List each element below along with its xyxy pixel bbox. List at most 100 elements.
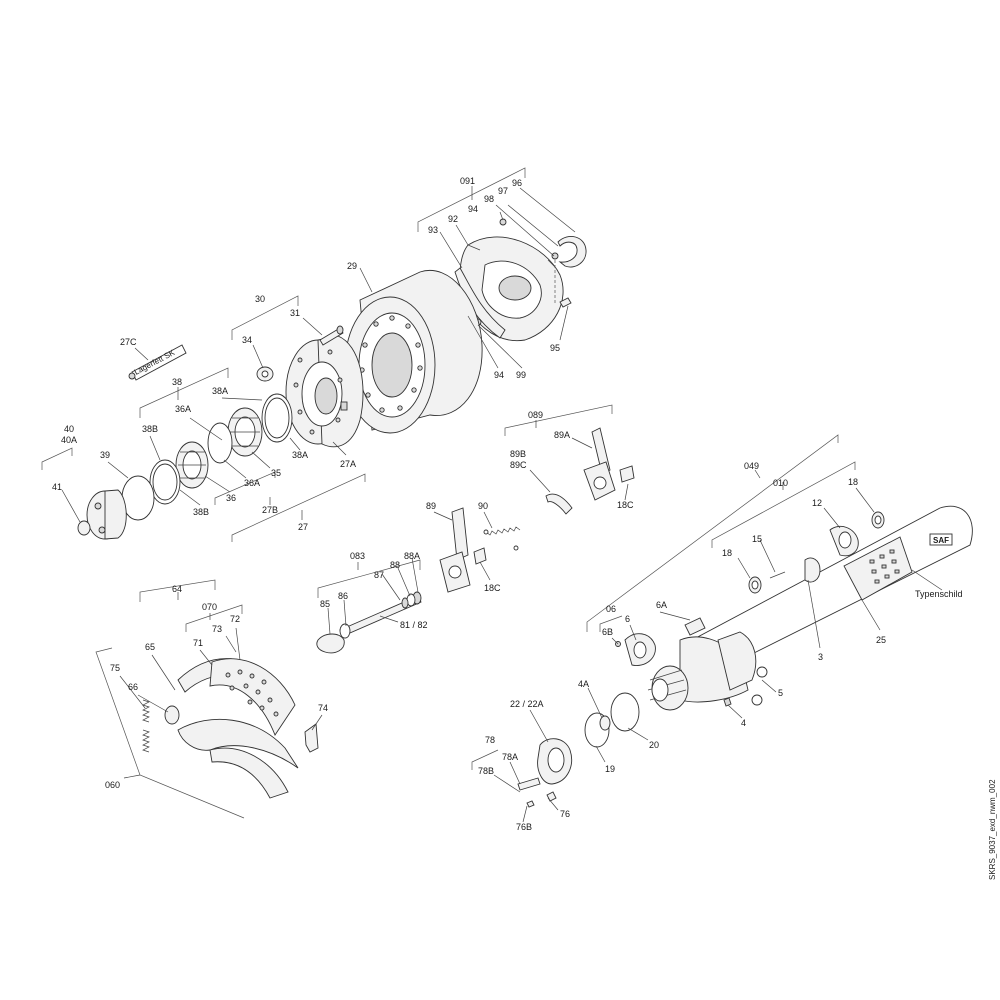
label-27: 27	[298, 522, 308, 532]
shoe-clip	[304, 723, 319, 753]
wheel-nut	[256, 366, 274, 382]
label-36: 36	[226, 493, 236, 503]
label-87: 87	[374, 570, 384, 580]
label-20: 20	[649, 740, 659, 750]
label-74: 74	[318, 703, 328, 713]
label-35: 35	[271, 468, 281, 478]
label-76B: 76B	[516, 822, 532, 832]
axle-spindle	[647, 631, 768, 711]
label-89: 89	[426, 501, 436, 511]
brake-drum	[344, 270, 483, 434]
label-73: 73	[212, 624, 222, 634]
label-4: 4	[741, 718, 746, 728]
label-34: 34	[242, 335, 252, 345]
lining-rivet-holes	[225, 669, 279, 717]
wheel-hub	[285, 335, 364, 448]
axle-beam	[691, 505, 973, 666]
brake-shoe-upper	[177, 658, 296, 736]
label-40: 40	[64, 424, 74, 434]
label-98: 98	[484, 194, 494, 204]
return-springs	[142, 699, 150, 753]
label-75: 75	[110, 663, 120, 673]
slack-adjuster-upper	[545, 427, 635, 515]
label-92: 92	[448, 214, 458, 224]
label-89B: 89B	[510, 449, 526, 459]
label-81-82: 81 / 82	[400, 620, 428, 630]
label-78B: 78B	[478, 766, 494, 776]
label-99: 99	[516, 370, 526, 380]
label-94-lower: 94	[494, 370, 504, 380]
slack-adjuster-lower	[439, 507, 521, 593]
label-66: 66	[128, 682, 138, 692]
label-89C: 89C	[510, 460, 527, 470]
label-06: 06	[606, 604, 616, 614]
label-18C-upper: 18C	[617, 500, 634, 510]
label-29: 29	[347, 261, 357, 271]
label-27B: 27B	[262, 505, 278, 515]
label-72: 72	[230, 614, 240, 624]
label-6A: 6A	[656, 600, 667, 610]
label-070: 070	[202, 602, 217, 612]
label-27C: 27C	[120, 337, 137, 347]
label-88A: 88A	[404, 551, 420, 561]
label-95: 95	[550, 343, 560, 353]
leader-lines	[41, 167, 943, 823]
label-64: 64	[172, 584, 182, 594]
wheel-stud	[319, 325, 344, 346]
spindle-seals	[537, 692, 640, 785]
label-41: 41	[52, 482, 62, 492]
hub-cap	[77, 475, 155, 540]
label-36A-upper: 36A	[175, 404, 191, 414]
label-89A: 89A	[554, 430, 570, 440]
label-12: 12	[812, 498, 822, 508]
label-78A: 78A	[502, 752, 518, 762]
label-18-right: 18	[848, 477, 858, 487]
shoe-roller	[164, 705, 180, 725]
grease-tube	[128, 344, 187, 381]
label-saf: SAF	[933, 536, 949, 545]
dust-cover-assembly	[454, 218, 587, 342]
label-38B-lower: 38B	[193, 507, 209, 517]
bearings-and-seals	[149, 393, 293, 505]
camshaft-bracket	[748, 511, 885, 594]
label-3: 3	[818, 652, 823, 662]
label-38A-lower: 38A	[292, 450, 308, 460]
label-049: 049	[744, 461, 759, 471]
label-40A: 40A	[61, 435, 77, 445]
label-4A: 4A	[578, 679, 589, 689]
label-38B-upper: 38B	[142, 424, 158, 434]
label-5: 5	[778, 688, 783, 698]
label-22-22A: 22 / 22A	[510, 699, 544, 709]
anchor-pin	[517, 777, 557, 808]
label-089: 089	[528, 410, 543, 420]
label-30: 30	[255, 294, 265, 304]
label-38A-upper: 38A	[212, 386, 228, 396]
label-36A-lower: 36A	[244, 478, 260, 488]
label-31: 31	[290, 308, 300, 318]
label-93: 93	[428, 225, 438, 235]
label-010: 010	[773, 478, 788, 488]
label-38: 38	[172, 377, 182, 387]
label-6: 6	[625, 614, 630, 624]
label-15: 15	[752, 534, 762, 544]
typeplate-holes	[869, 549, 900, 584]
label-86: 86	[338, 591, 348, 601]
drawing-id: SKRS_9037_exd_nwm_002	[988, 779, 997, 880]
label-18C-lower: 18C	[484, 583, 501, 593]
brake-shoe-lower	[177, 718, 299, 799]
label-25: 25	[876, 635, 886, 645]
label-65: 65	[145, 642, 155, 652]
label-88: 88	[390, 560, 400, 570]
label-78: 78	[485, 735, 495, 745]
label-083: 083	[350, 551, 365, 561]
label-85: 85	[320, 599, 330, 609]
label-39: 39	[100, 450, 110, 460]
label-19: 19	[605, 764, 615, 774]
label-6B: 6B	[602, 627, 613, 637]
label-96: 96	[512, 178, 522, 188]
label-90: 90	[478, 501, 488, 511]
label-71: 71	[193, 638, 203, 648]
label-94-upper: 94	[468, 204, 478, 214]
label-091: 091	[460, 176, 475, 186]
